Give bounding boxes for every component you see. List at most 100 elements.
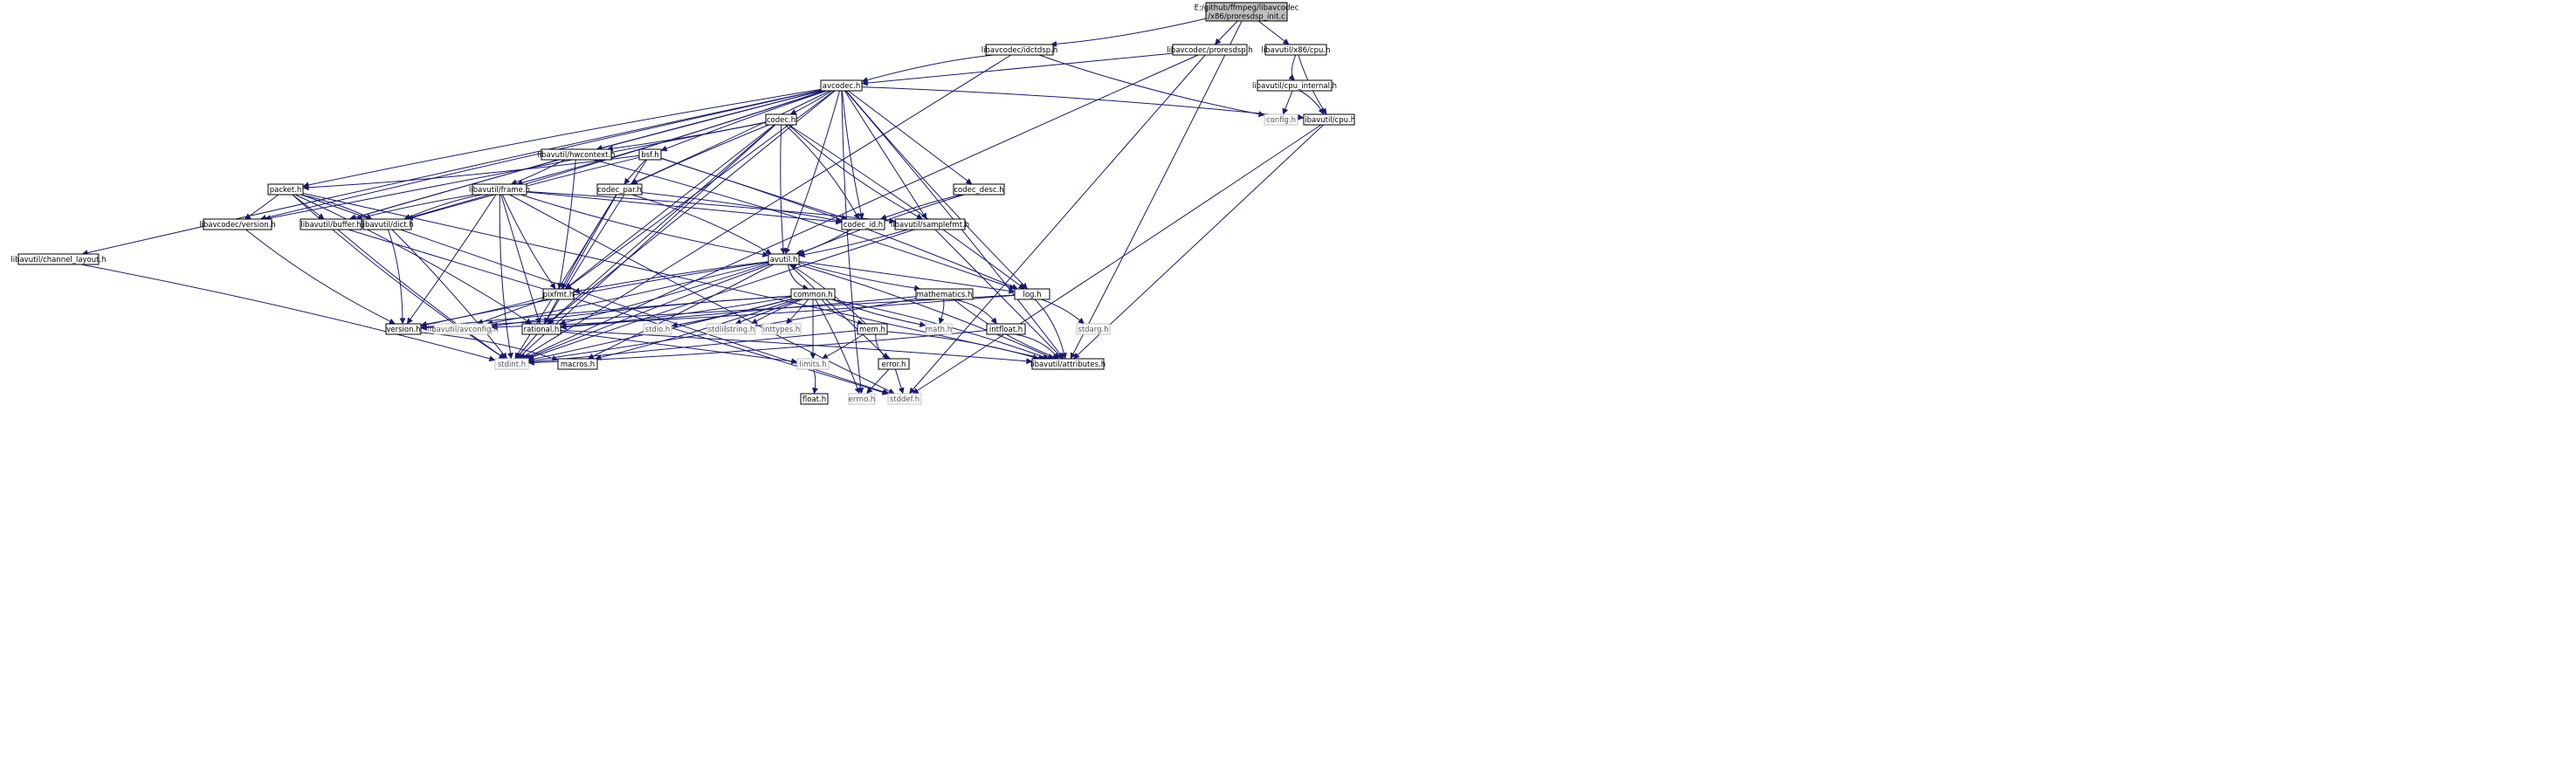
node-intfloat[interactable]: intfloat.h: [986, 323, 1026, 335]
node-label-samplefmt: libavutil/samplefmt.h: [891, 221, 969, 230]
edge-codec-to-codec_par: [631, 124, 769, 185]
node-label-pixfmt: pixfmt.h: [543, 291, 574, 299]
node-string[interactable]: string.h: [725, 323, 756, 335]
node-proresdsp[interactable]: libavcodec/proresdsp.h: [1167, 44, 1253, 56]
node-avutil[interactable]: avutil.h: [768, 253, 800, 265]
node-hwcontext[interactable]: libavutil/hwcontext.h: [537, 148, 616, 161]
node-samplefmt[interactable]: libavutil/samplefmt.h: [891, 218, 969, 230]
node-x86cpu[interactable]: libavutil/x86/cpu.h: [1262, 44, 1331, 56]
node-pixfmt[interactable]: pixfmt.h: [542, 288, 575, 300]
edge-avcodec-to-channel_layout: [81, 89, 822, 256]
edge-avcodec-to-codec_id: [841, 90, 864, 220]
node-box-root: [1205, 2, 1288, 22]
edge-root-to-idctdsp: [1050, 17, 1207, 47]
edge-frame-to-avutil: [520, 194, 769, 257]
edge-dict-to-stdint: [391, 229, 508, 360]
node-box-string: [725, 323, 756, 335]
node-label-attributes: libavutil/attributes.h: [1030, 360, 1105, 369]
node-avconfig[interactable]: libavutil/avconfig.h: [427, 323, 499, 335]
edge-avcodec-to-avutil: [784, 90, 840, 255]
node-box-pixfmt: [542, 288, 575, 300]
node-box-float: [800, 393, 829, 405]
node-cpu_internal[interactable]: libavutil/cpu_internal.h: [1252, 79, 1337, 92]
node-codec[interactable]: codec.h: [765, 113, 797, 126]
edge-avcodec-to-codec_desc: [848, 90, 973, 185]
node-box-stdint: [494, 358, 529, 370]
node-box-x86cpu: [1264, 44, 1327, 56]
edge-x86cpu-to-cpu_internal: [1288, 54, 1297, 81]
node-buffer[interactable]: libavutil/buffer.h: [300, 218, 362, 230]
edge-rational-to-limits: [560, 331, 798, 365]
edge-hwcontext-to-buffer: [348, 159, 559, 221]
node-label-config: config.h: [1266, 116, 1296, 125]
node-label-inttypes: inttypes.h: [763, 326, 801, 334]
edge-common-to-avconfig: [491, 295, 792, 329]
node-cpu[interactable]: libavutil/cpu.h: [1303, 113, 1355, 126]
edge-log-to-attributes: [1034, 299, 1067, 360]
edge-common-to-string: [751, 299, 802, 325]
node-inttypes[interactable]: inttypes.h: [761, 323, 802, 335]
node-common[interactable]: common.h: [790, 288, 836, 300]
node-label-hwcontext: libavutil/hwcontext.h: [537, 151, 615, 160]
node-log[interactable]: log.h: [1014, 288, 1050, 300]
node-label-stdarg: stdarg.h: [1078, 326, 1108, 334]
node-label-buffer: libavutil/buffer.h: [300, 221, 361, 230]
node-label-dict: libavutil/dict.h: [361, 221, 414, 230]
edge-packet-to-buffer: [292, 194, 325, 220]
node-frame[interactable]: libavutil/frame.h: [469, 183, 530, 196]
node-mathematics[interactable]: mathematics.h: [915, 288, 974, 300]
node-label-log: log.h: [1023, 291, 1041, 299]
node-mem[interactable]: mem.h: [857, 323, 888, 335]
node-stdio[interactable]: stdio.h: [643, 323, 672, 335]
node-box-codec_desc: [953, 183, 1005, 196]
node-label-avconfig: libavutil/avconfig.h: [427, 326, 498, 334]
node-box-codec: [765, 113, 797, 126]
edge-idctdsp-to-avcodec: [861, 54, 994, 83]
edge-codec-to-avutil: [780, 124, 787, 255]
node-idctdsp[interactable]: libavcodec/idctdsp.h: [981, 44, 1057, 56]
edge-limits-to-float: [812, 368, 818, 395]
node-avcodec[interactable]: avcodec.h: [820, 79, 863, 92]
edge-error-to-stddef: [894, 368, 905, 395]
edge-codec-to-codec_id: [784, 124, 860, 220]
edge-rational-to-stdint: [515, 333, 538, 360]
node-box-avc_version: [203, 218, 272, 230]
node-stddef[interactable]: stddef.h: [887, 393, 922, 405]
node-box-cpu_internal: [1257, 79, 1333, 92]
node-errno[interactable]: errno.h: [848, 393, 876, 405]
node-error[interactable]: error.h: [878, 358, 910, 370]
node-version[interactable]: version.h: [385, 323, 422, 335]
node-label-packet: packet.h: [270, 186, 302, 195]
edge-avutil-to-stdint: [525, 264, 771, 360]
edge-rational-to-attributes: [560, 329, 1033, 365]
node-stdarg[interactable]: stdarg.h: [1076, 323, 1111, 335]
edge-packet-to-avc_version: [244, 194, 279, 220]
node-codec_par[interactable]: codec_par.h: [596, 183, 643, 196]
node-float[interactable]: float.h: [800, 393, 829, 405]
node-box-idctdsp: [985, 44, 1054, 56]
node-root[interactable]: E:/github/ffmpeg/libavcodec/x86/proresds…: [1195, 2, 1299, 22]
node-packet[interactable]: packet.h: [267, 183, 304, 196]
edge-samplefmt-to-stdint: [527, 229, 915, 360]
node-box-stdio: [643, 323, 672, 335]
node-rational[interactable]: rational.h: [521, 323, 561, 335]
node-attributes[interactable]: libavutil/attributes.h: [1030, 358, 1105, 370]
include-dependency-graph: E:/github/ffmpeg/libavcodec/x86/proresds…: [10, 2, 1355, 405]
node-config[interactable]: config.h: [1264, 113, 1298, 126]
edge-idctdsp-to-config: [1038, 54, 1265, 118]
node-macros[interactable]: macros.h: [557, 358, 598, 370]
node-math[interactable]: math.h: [925, 323, 953, 335]
node-avc_version[interactable]: libavcodec/version.h: [199, 218, 276, 230]
node-channel_layout[interactable]: libavutil/channel_layout.h: [10, 253, 107, 265]
node-label-frame: libavutil/frame.h: [469, 186, 530, 195]
node-box-error: [878, 358, 910, 370]
node-dict[interactable]: libavutil/dict.h: [361, 218, 414, 230]
node-label-mem: mem.h: [859, 326, 885, 334]
node-bsf[interactable]: bsf.h: [638, 148, 662, 161]
node-limits[interactable]: limits.h: [796, 358, 830, 370]
node-codec_id[interactable]: codec_id.h: [841, 218, 885, 230]
node-stdint[interactable]: stdint.h: [494, 358, 529, 370]
edge-mathematics-to-intfloat: [953, 299, 997, 325]
node-codec_desc[interactable]: codec_desc.h: [953, 183, 1005, 196]
node-label-proresdsp: libavcodec/proresdsp.h: [1167, 46, 1253, 55]
